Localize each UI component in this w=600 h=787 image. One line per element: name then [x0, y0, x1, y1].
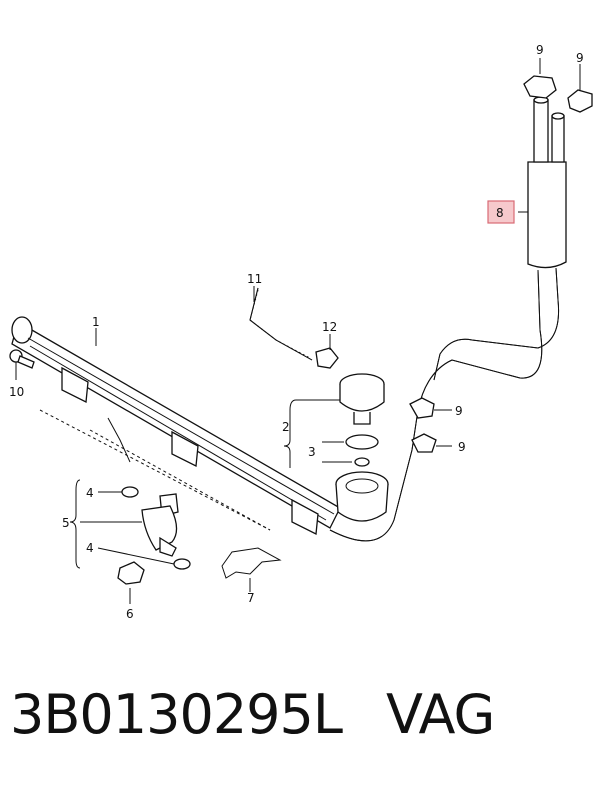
pressure-regulator — [339, 373, 385, 425]
callout-6: 6 — [126, 607, 134, 621]
callout-9b: 9 — [576, 51, 584, 65]
bleed-screw — [9, 349, 35, 380]
callout-4a: 4 — [86, 486, 94, 500]
part-number: 3B0130295L — [10, 683, 343, 746]
regulator-housing — [335, 471, 389, 522]
callout-2: 2 — [282, 420, 290, 434]
hose-clamp — [315, 340, 339, 369]
retaining-clip — [221, 547, 282, 579]
vacuum-hose — [249, 287, 313, 361]
part-info: 3B0130295L VAG — [10, 683, 590, 763]
hose-sleeve — [527, 96, 567, 269]
injector-clip — [117, 561, 145, 585]
o-ring — [345, 434, 379, 467]
injector — [121, 486, 191, 570]
hose-clips — [409, 75, 593, 453]
callout-9a: 9 — [536, 43, 544, 57]
highlight-box — [487, 200, 515, 224]
callout-12: 12 — [322, 320, 337, 334]
callout-11: 11 — [247, 272, 262, 286]
callout-9d: 9 — [458, 440, 466, 454]
leader-lines — [69, 58, 581, 604]
fuel-rail — [11, 316, 341, 536]
callout-10: 10 — [9, 385, 24, 399]
callout-3: 3 — [308, 445, 316, 459]
callout-labels: 1 2 3 4 4 5 6 7 8 9 9 9 9 10 11 12 — [9, 43, 584, 621]
fuel-line — [329, 267, 560, 542]
callout-8: 8 — [496, 206, 504, 220]
manufacturer: VAG — [385, 683, 495, 746]
parts-diagram: 1 2 3 4 4 5 6 7 8 9 9 9 9 10 11 12 — [9, 43, 593, 621]
callout-4b: 4 — [86, 541, 94, 555]
callout-7: 7 — [247, 591, 255, 605]
callout-9c: 9 — [455, 404, 463, 418]
callout-5: 5 — [62, 516, 70, 530]
callout-1: 1 — [92, 315, 100, 329]
